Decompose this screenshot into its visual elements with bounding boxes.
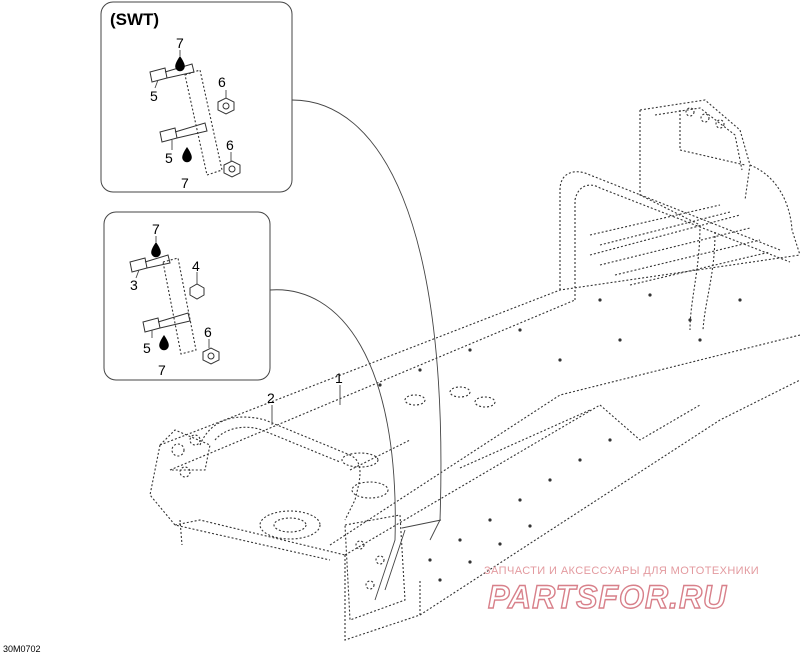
inset-standard xyxy=(103,211,271,381)
diagram-code: 30M0702 xyxy=(3,644,41,654)
callout-5: 5 xyxy=(165,150,173,166)
leader-lines xyxy=(269,99,442,601)
callout-5: 5 xyxy=(150,88,158,104)
callout-3: 3 xyxy=(130,277,138,293)
callout-6: 6 xyxy=(226,137,234,153)
watermark-tagline: ЗАПЧАСТИ И АКСЕССУАРЫ ДЛЯ МОТОТЕХНИКИ xyxy=(484,565,759,577)
callout-7: 7 xyxy=(158,362,166,378)
callout-1: 1 xyxy=(335,370,343,386)
inset-swt xyxy=(100,1,293,193)
callout-4: 4 xyxy=(192,258,200,274)
callout-5: 5 xyxy=(143,340,151,356)
frame-drawing xyxy=(149,99,800,641)
watermark-brand: PARTSFOR.RU xyxy=(488,579,727,615)
callout-2: 2 xyxy=(267,390,275,406)
callout-7: 7 xyxy=(152,221,160,237)
inset-swt-title: (SWT) xyxy=(110,10,159,29)
callout-6: 6 xyxy=(218,74,226,90)
callout-7: 7 xyxy=(181,175,189,191)
callout-7: 7 xyxy=(176,35,184,51)
rivet-row xyxy=(378,293,742,582)
callout-6: 6 xyxy=(204,324,212,340)
